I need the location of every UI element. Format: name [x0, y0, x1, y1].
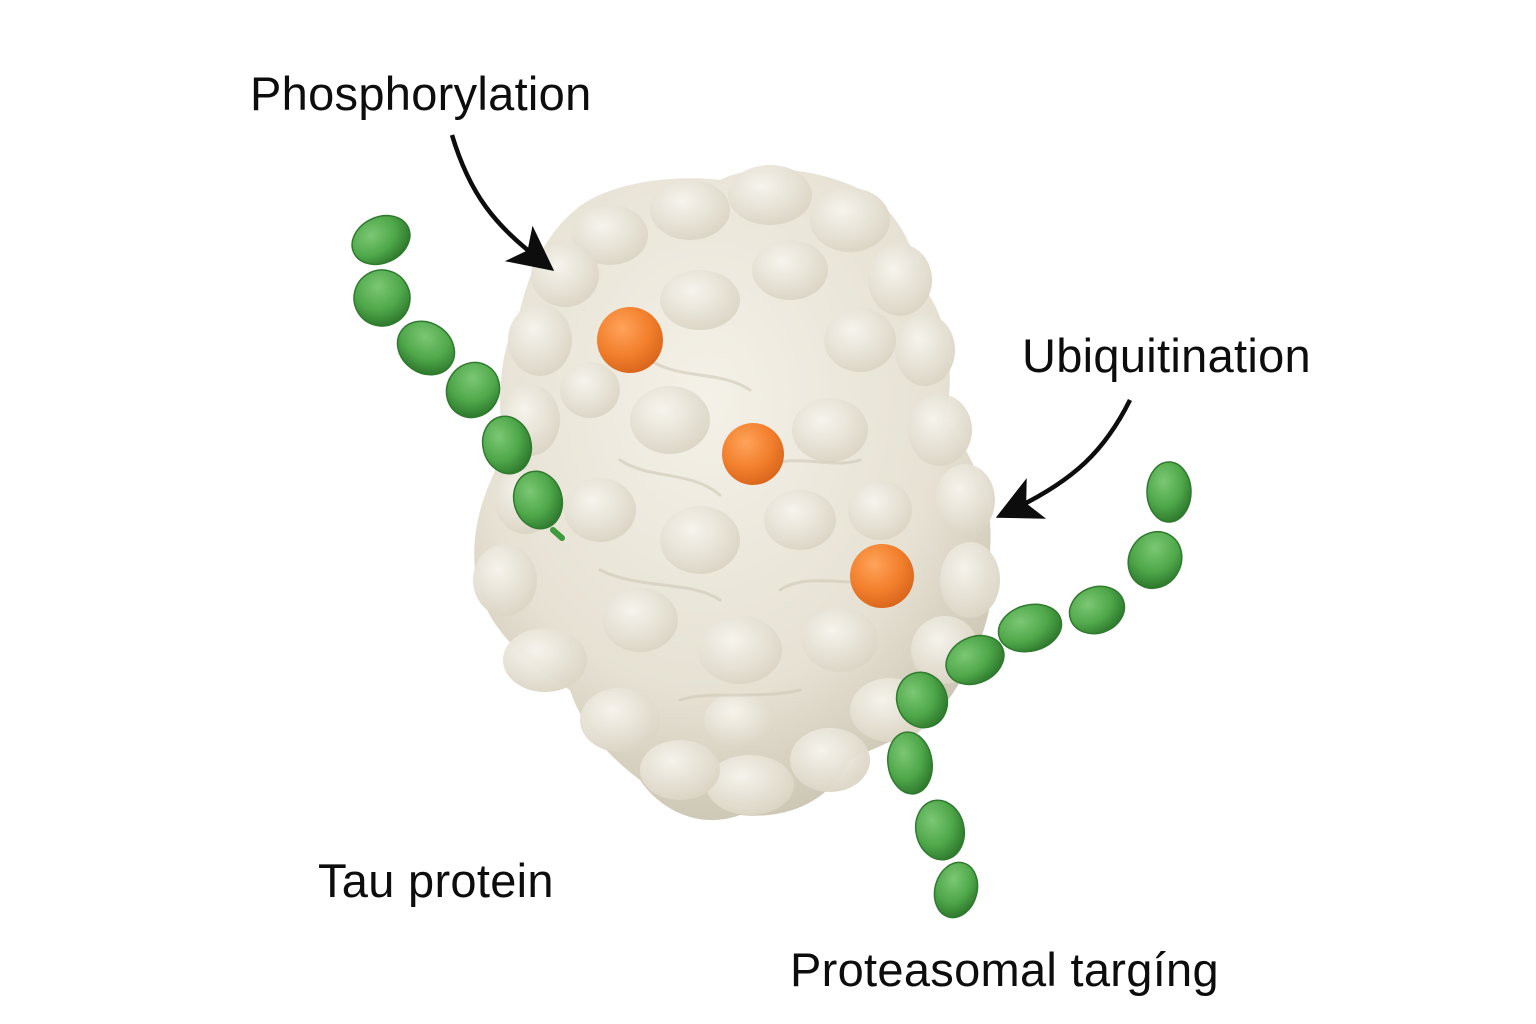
ubiquitination-label: Ubiquitination — [1022, 329, 1311, 382]
phosphorylation-arrow — [449, 134, 555, 272]
phosphate-groups — [597, 307, 914, 608]
phosphorylation-label: Phosphorylation — [250, 67, 592, 120]
tau-protein-label: Tau protein — [318, 854, 554, 907]
ubiquitin-chain-right — [887, 461, 1192, 919]
phosphate-group-3 — [850, 544, 914, 608]
phosphate-group-1 — [597, 307, 663, 373]
phosphate-group-2 — [722, 423, 784, 485]
ubiquitination-arrow — [995, 398, 1133, 519]
proteasomal-targeting-label: Proteasomal targíng — [790, 943, 1219, 996]
ubiquitin-chain-left — [351, 214, 565, 541]
